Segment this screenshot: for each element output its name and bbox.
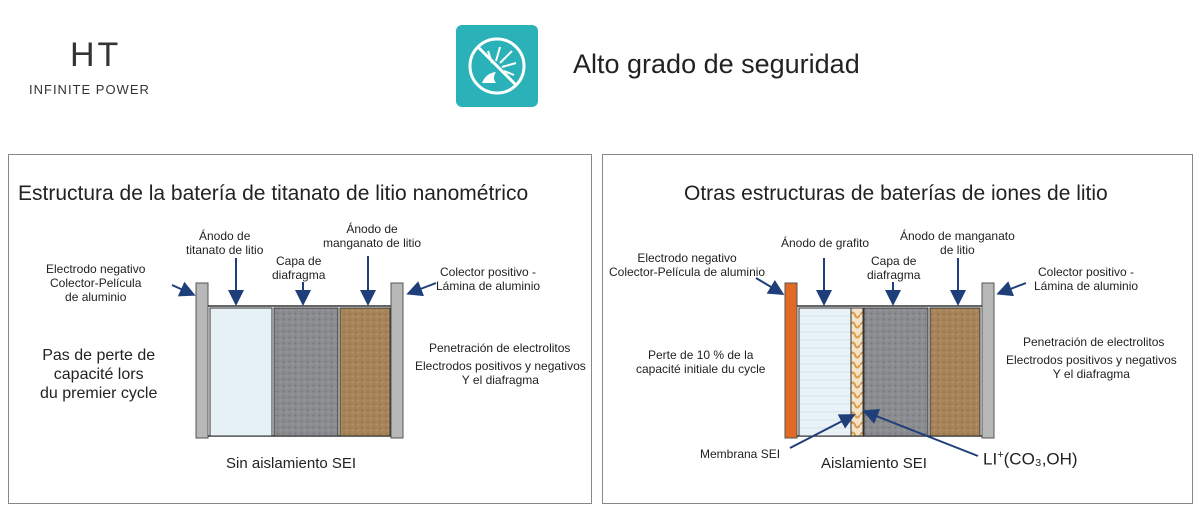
right-sei-layer [850, 307, 864, 437]
left-positive-collector [390, 282, 404, 439]
left-electrodes-label: Electrodos positivos y negativos Y el di… [415, 359, 586, 387]
left-negative-electrode-label: Electrodo negativo Colector-Película de … [46, 262, 146, 304]
left-panel [8, 154, 592, 504]
left-capacity-note: Pas de perte de capacité lors du premier… [40, 347, 158, 402]
left-separator-label: Capa de diafragma [272, 254, 326, 282]
left-positive-collector-label: Colector positivo - Lámina de aluminio [436, 265, 541, 293]
left-negative-collector [195, 282, 209, 439]
right-battery [755, 258, 1027, 457]
left-cathode-label: Ánodo de manganato de litio [323, 222, 422, 250]
no-fire-spark-icon [456, 25, 538, 107]
brand-logo: HT [70, 36, 122, 74]
right-positive-collector-label: Colector positivo - Lámina de aluminio [1034, 265, 1139, 293]
left-caption: Sin aislamiento SEI [226, 455, 357, 472]
right-negative-electrode-label: Electrodo negativo Colector-Película de … [609, 251, 766, 279]
ion-label: LI+(CO₃,OH) [983, 449, 1078, 469]
right-panel-title: Otras estructuras de baterías de iones d… [684, 182, 1108, 205]
left-penetration-label: Penetración de electrolitos [429, 341, 571, 355]
left-cathode [339, 307, 391, 437]
right-cathode [929, 307, 981, 437]
left-battery [171, 256, 437, 439]
right-separator [863, 307, 929, 437]
right-graphite-anode [798, 307, 852, 437]
left-titanate-anode [209, 307, 273, 437]
left-panel-title: Estructura de la batería de titanato de … [18, 182, 529, 205]
right-caption: Aislamiento SEI [821, 455, 927, 472]
left-separator [273, 307, 339, 437]
left-anode-label: Ánodo de titanato de litio [186, 229, 264, 257]
right-cathode-label: Ánodo de manganato de litio [900, 229, 1015, 257]
right-electrodes-label: Electrodos positivos y negativos Y el di… [1006, 353, 1177, 381]
right-anode-label: Ánodo de grafito [781, 236, 870, 250]
right-separator-label: Capa de diafragma [867, 254, 921, 282]
brand-tagline: INFINITE POWER [29, 82, 150, 97]
right-capacity-note: Perte de 10 % de la capacité initiale du… [636, 348, 766, 376]
right-penetration-label: Penetración de electrolitos [1023, 335, 1165, 349]
right-copper-collector [784, 282, 798, 439]
right-panel [602, 154, 1193, 504]
right-membrane-label: Membrana SEI [700, 447, 781, 461]
feature-title: Alto grado de seguridad [573, 49, 860, 79]
right-positive-collector [981, 282, 995, 439]
